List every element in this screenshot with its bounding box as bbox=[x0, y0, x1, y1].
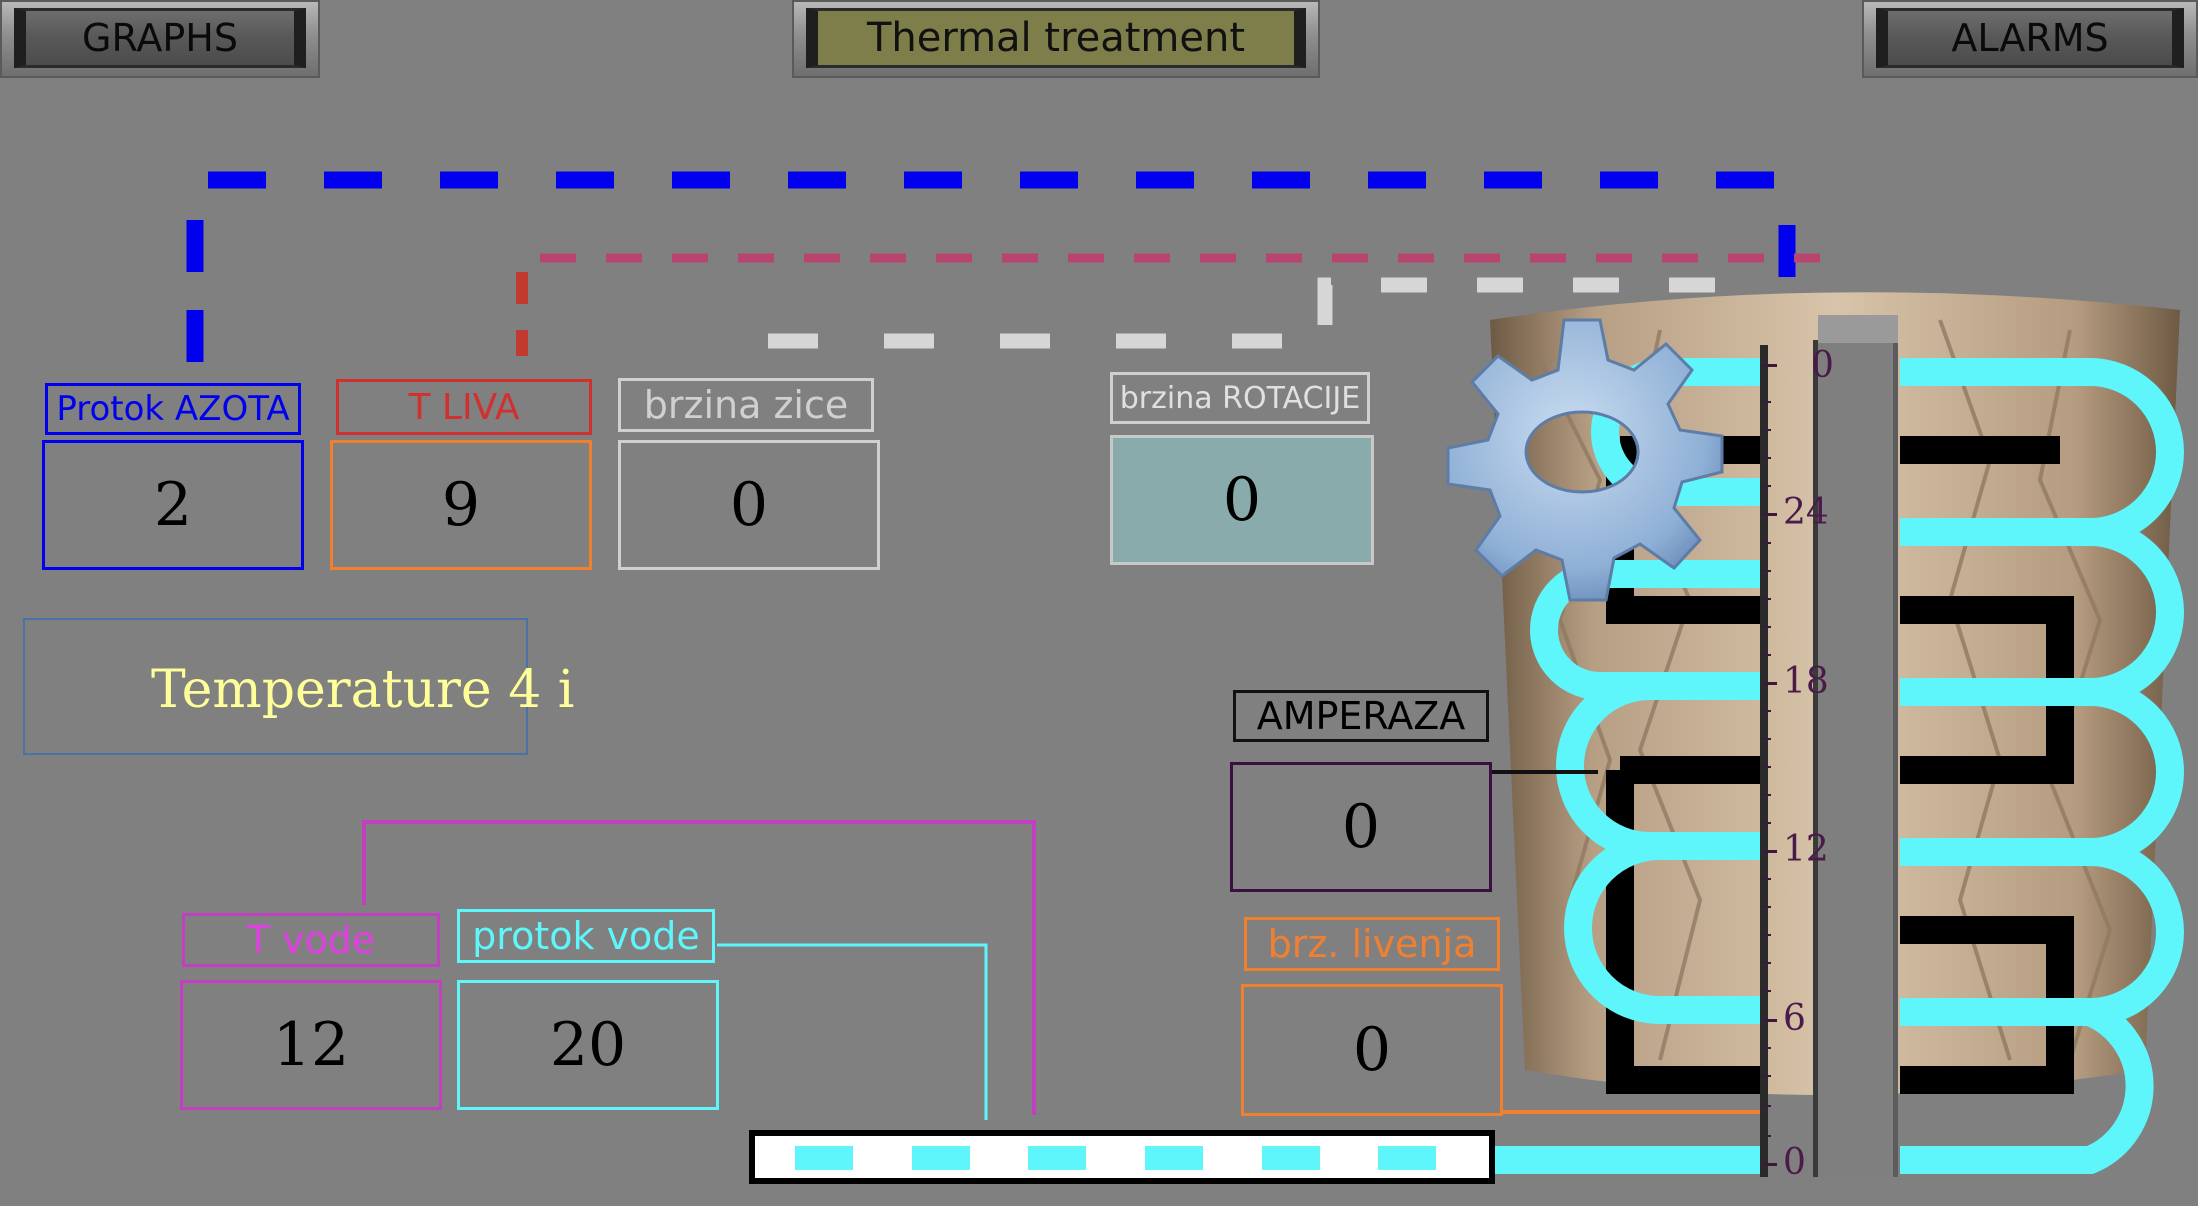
gauge-minor-tick bbox=[1763, 1047, 1771, 1049]
gauge-tick-label: 18 bbox=[1783, 661, 1829, 702]
alarms-button-label: ALARMS bbox=[1876, 8, 2184, 68]
t-liva-label: T LIVA bbox=[336, 379, 592, 435]
gauge-tick bbox=[1763, 1163, 1777, 1166]
gauge-minor-tick bbox=[1763, 1135, 1771, 1137]
amperaza-label: AMPERAZA bbox=[1233, 690, 1489, 742]
gauge-tick bbox=[1763, 513, 1777, 516]
graphs-button-label: GRAPHS bbox=[14, 8, 306, 68]
gauge-minor-tick bbox=[1763, 598, 1771, 600]
gauge-minor-tick bbox=[1763, 570, 1771, 572]
gauge-minor-tick bbox=[1763, 1105, 1771, 1107]
gauge-tick-label: 0 bbox=[1783, 1142, 1806, 1183]
brzina-rotacije-value[interactable]: 0 bbox=[1110, 435, 1374, 565]
gauge-tick bbox=[1763, 682, 1777, 685]
water-flow-line bbox=[717, 943, 988, 1120]
message-ticker-text: Temperature 4 i bbox=[151, 660, 575, 720]
amperaza-value[interactable]: 0 bbox=[1230, 762, 1492, 892]
gauge-tick-label: 6 bbox=[1783, 998, 1806, 1039]
protok-vode-label: protok vode bbox=[457, 909, 715, 963]
gauge-minor-tick bbox=[1763, 878, 1771, 880]
gauge-minor-tick bbox=[1763, 906, 1771, 908]
gauge-tick bbox=[1763, 850, 1777, 853]
gauge-minor-tick bbox=[1763, 738, 1771, 740]
gauge-minor-tick bbox=[1763, 766, 1771, 768]
brz-livenja-label: brz. livenja bbox=[1244, 917, 1500, 971]
level-gauge-tube bbox=[1813, 340, 1898, 1177]
gauge-minor-tick bbox=[1763, 822, 1771, 824]
brzina-zice-value[interactable]: 0 bbox=[618, 440, 880, 570]
protok-azota-value[interactable]: 2 bbox=[42, 440, 304, 570]
gauge-minor-tick bbox=[1763, 794, 1771, 796]
brz-livenja-value[interactable]: 0 bbox=[1241, 984, 1503, 1116]
gauge-tick-label: 0 bbox=[1811, 345, 1834, 386]
gauge-minor-tick bbox=[1763, 934, 1771, 936]
gauge-minor-tick bbox=[1763, 990, 1771, 992]
protok-azota-label: Protok AZOTA bbox=[45, 383, 301, 435]
gauge-tick-label: 12 bbox=[1783, 829, 1829, 870]
brzina-zice-label: brzina zice bbox=[618, 378, 874, 432]
level-gauge bbox=[1760, 345, 1768, 1177]
gauge-tick-label: 24 bbox=[1783, 492, 1829, 533]
message-ticker: Temperature 4 i bbox=[23, 618, 574, 755]
gauge-minor-tick bbox=[1763, 429, 1771, 431]
title-panel: Thermal treatment bbox=[792, 0, 1320, 78]
conveyor-icon bbox=[749, 1130, 1495, 1184]
t-liva-value[interactable]: 9 bbox=[330, 440, 592, 570]
gauge-minor-tick bbox=[1763, 401, 1771, 403]
gauge-minor-tick bbox=[1763, 457, 1771, 459]
gear-icon bbox=[1446, 318, 1724, 602]
gauge-minor-tick bbox=[1763, 626, 1771, 628]
gauge-minor-tick bbox=[1763, 1075, 1771, 1077]
gauge-tick bbox=[1763, 364, 1777, 367]
protok-vode-value[interactable]: 20 bbox=[457, 980, 719, 1110]
gauge-minor-tick bbox=[1763, 485, 1771, 487]
t-vode-label: T vode bbox=[182, 913, 440, 967]
page-title: Thermal treatment bbox=[806, 8, 1306, 68]
level-gauge-top bbox=[1818, 315, 1898, 343]
gauge-minor-tick bbox=[1763, 962, 1771, 964]
alarms-button[interactable]: ALARMS bbox=[1862, 0, 2198, 78]
gauge-tick bbox=[1763, 1019, 1777, 1022]
water-temp-line bbox=[362, 820, 1036, 1115]
wire-line bbox=[768, 277, 1760, 349]
gauge-minor-tick bbox=[1763, 710, 1771, 712]
brzina-rotacije-label: brzina ROTACIJE bbox=[1110, 372, 1370, 424]
gauge-minor-tick bbox=[1763, 542, 1771, 544]
graphs-button[interactable]: GRAPHS bbox=[0, 0, 320, 78]
gauge-minor-tick bbox=[1763, 654, 1771, 656]
t-vode-value[interactable]: 12 bbox=[180, 980, 442, 1110]
